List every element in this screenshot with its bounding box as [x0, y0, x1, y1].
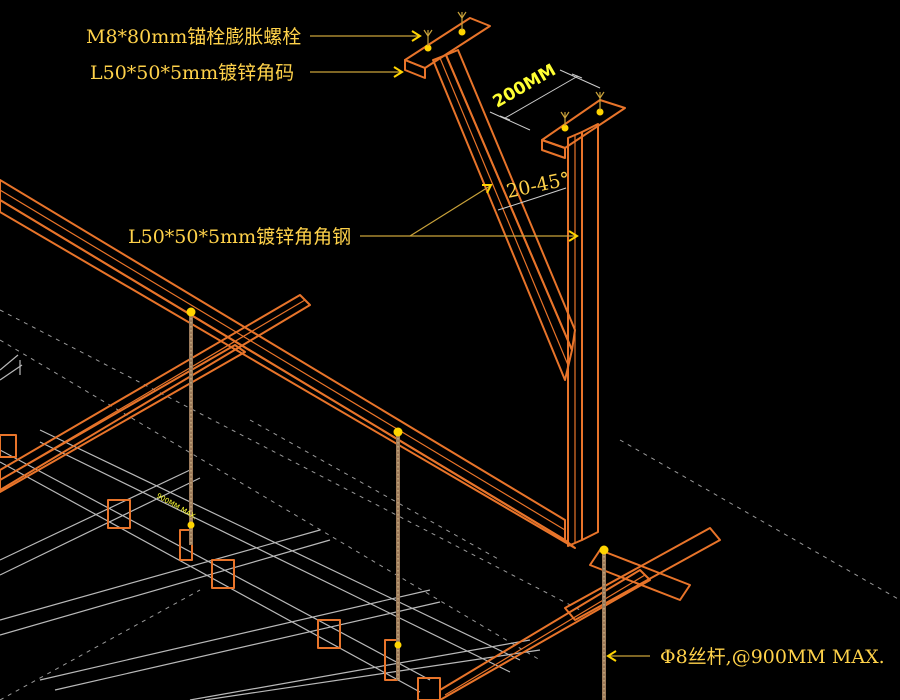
rod-nut-icon [394, 641, 402, 649]
diagonal-brace [404, 17, 576, 381]
ceiling-keel-grid [0, 309, 900, 700]
vertical-angle-column [541, 99, 626, 547]
angle-steel-label: L50*50*5mm镀锌角角钢 [128, 226, 351, 248]
rod-nut-icon [599, 545, 609, 555]
label-leaders [310, 30, 650, 662]
anchor-bolts [423, 11, 605, 126]
hanger-rods [186, 307, 609, 700]
rod-nut-icon [187, 521, 195, 529]
rod-nut-icon [393, 427, 403, 437]
width-dimension-label: 200MM [490, 60, 560, 112]
anchor-bolt-label: M8*80mm锚栓膨胀螺栓 [86, 26, 301, 48]
rod-nut-icon [186, 307, 196, 317]
rod-spec-label: Φ8丝杆,@900MM MAX. [660, 646, 885, 668]
angle-clip-label: L50*50*5mm镀锌角码 [90, 62, 294, 84]
lower-steel-frame [0, 179, 721, 700]
width-dimension: 200MM [490, 60, 601, 131]
